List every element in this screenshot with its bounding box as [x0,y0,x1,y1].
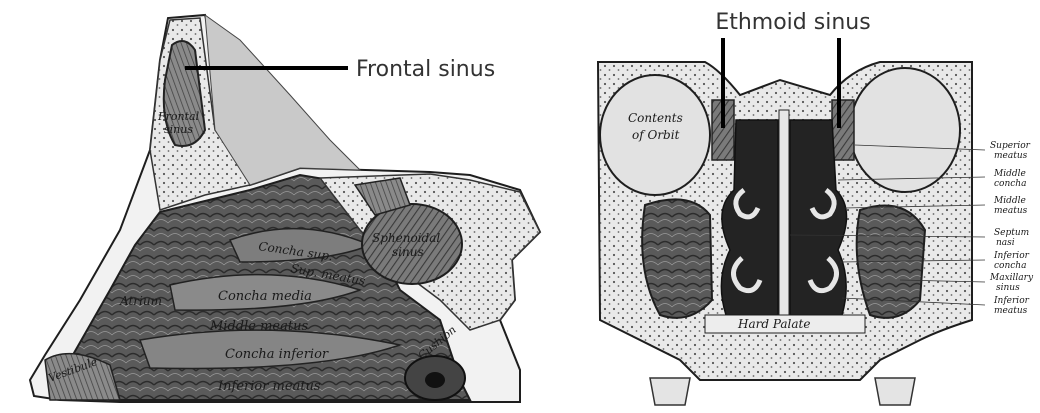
frontal-sinus-callout-label: Frontal sinus [356,57,495,82]
label-contents-of-orbit-2: of Orbit [632,128,680,142]
svg-text:Septum: Septum [994,228,1029,238]
ethmoid-sinus-callout-label: Ethmoid sinus [715,10,870,35]
label-concha-media: Concha media [218,289,312,304]
label-hard-palate: Hard Palate [737,317,810,331]
orbit-right [850,68,960,192]
ethmoid-cells-right [832,100,854,160]
label-atrium: Atrium [119,294,162,308]
svg-text:concha: concha [994,261,1026,271]
tooth-right [875,378,915,405]
svg-text:meatus: meatus [994,306,1028,316]
label-sphenoidal-sinus-1: Sphenoidal [372,231,440,245]
label-inferior-meatus: Inferior meatus [217,379,321,394]
label-sphenoidal-sinus-2: sinus [392,245,424,259]
svg-text:meatus: meatus [994,151,1028,161]
septum-nasi [779,110,789,320]
svg-text:nasi: nasi [996,238,1015,248]
label-frontal-sinus-2: sinus [164,123,193,136]
svg-text:Inferior: Inferior [993,296,1030,306]
label-contents-of-orbit-1: Contents [628,111,683,125]
sagittal-section-illustration: Frontal sinus Sphenoidal sinus Concha su… [30,15,540,402]
label-frontal-sinus-1: Frontal [157,110,200,123]
label-concha-inferior: Concha inferior [225,347,329,362]
maxillary-sinus-left [642,199,712,317]
svg-text:concha: concha [994,179,1026,189]
svg-text:Middle: Middle [993,196,1026,206]
cushion-opening [425,372,445,388]
svg-text:meatus: meatus [994,206,1028,216]
label-middle-meatus: Middle meatus [209,319,308,334]
svg-text:Inferior: Inferior [993,251,1030,261]
svg-text:Maxillary: Maxillary [989,273,1034,283]
svg-text:Superior: Superior [990,141,1031,151]
svg-text:sinus: sinus [996,283,1020,293]
svg-text:Middle: Middle [993,169,1026,179]
coronal-section-illustration: Contents of Orbit Hard Palate Superior m… [598,10,1034,405]
tooth-left [650,378,690,405]
